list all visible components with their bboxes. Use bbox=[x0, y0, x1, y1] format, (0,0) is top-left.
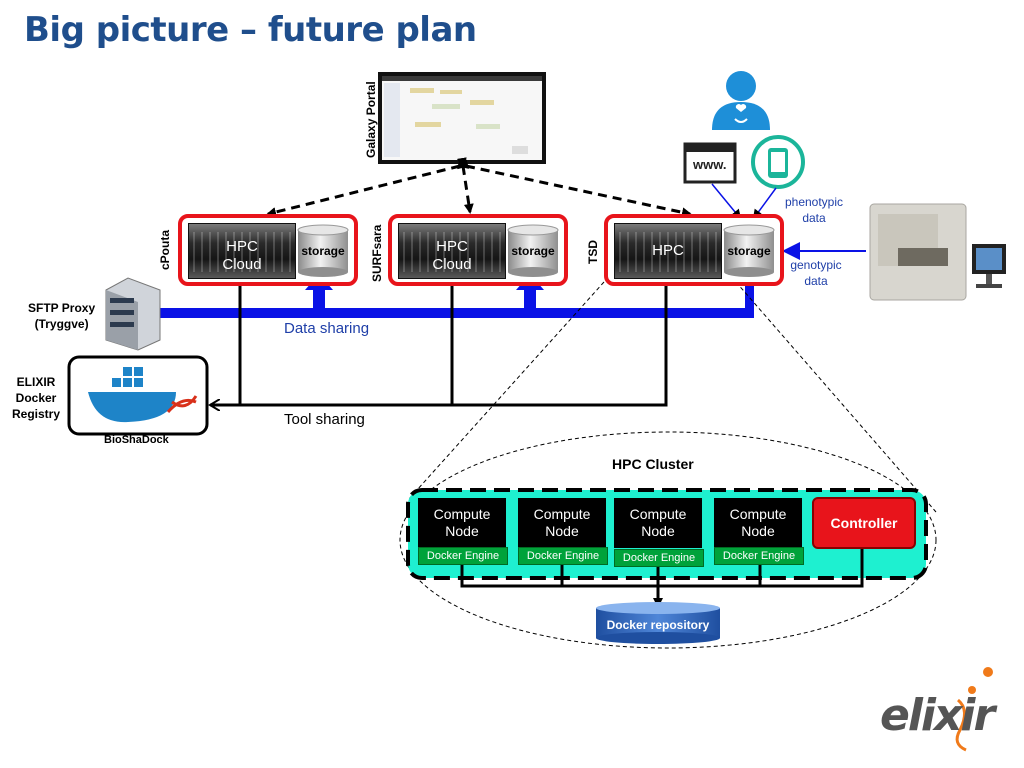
storage-cylinder-surfsara bbox=[507, 224, 559, 277]
dna-helix-icon bbox=[166, 395, 198, 414]
compute-node-2: Compute Node bbox=[518, 498, 606, 548]
galaxy-to-tsd-arrow bbox=[457, 159, 692, 218]
data-sharing-flow bbox=[138, 274, 754, 326]
hpc-label-tsd: HPC bbox=[652, 242, 684, 259]
compute-node-1: Compute Node bbox=[418, 498, 506, 548]
site-label-tsd: TSD bbox=[586, 240, 600, 264]
galaxy-portal-label: Galaxy Portal bbox=[364, 81, 378, 158]
person-icon bbox=[712, 71, 770, 130]
genotypic-data-label: genotypic data bbox=[790, 258, 842, 288]
docker-engine-1: Docker Engine bbox=[418, 547, 508, 565]
web-browser-icon bbox=[683, 142, 737, 184]
storage-label-tsd: storage bbox=[727, 244, 771, 258]
galaxy-to-cpouta-arrow bbox=[266, 159, 469, 217]
docker-engine-2: Docker Engine bbox=[518, 547, 608, 565]
sftp-proxy-label: SFTP Proxy (Tryggve) bbox=[28, 301, 96, 331]
phenotypic-data-label: phenotypic data bbox=[784, 195, 844, 225]
site-label-surfsara: SURFsara bbox=[370, 224, 384, 282]
phone-to-storage-arrow bbox=[752, 187, 777, 220]
site-box-surfsara: HPC Cloud storage bbox=[388, 214, 568, 286]
browser-to-storage-arrow bbox=[711, 183, 742, 220]
hpc-cluster-title: HPC Cluster bbox=[612, 456, 694, 472]
storage-label-cpouta: storage bbox=[301, 244, 345, 258]
sftp-proxy-server-icon bbox=[105, 277, 161, 351]
elixir-logo: elixir bbox=[880, 690, 995, 741]
zoom-guides bbox=[399, 281, 937, 649]
www-text: www. bbox=[693, 157, 727, 172]
docker-engine-3: Docker Engine bbox=[614, 549, 704, 567]
mobile-phone-icon bbox=[751, 135, 805, 189]
compute-node-4: Compute Node bbox=[714, 498, 802, 548]
bioshadock-label: BioShaDock bbox=[104, 434, 169, 446]
hpc-server-cpouta: HPC Cloud bbox=[188, 223, 296, 279]
controller-box: Controller bbox=[812, 497, 916, 549]
galaxy-portal-screen bbox=[378, 72, 546, 164]
hpc-server-surfsara: HPC Cloud bbox=[398, 223, 506, 279]
tool-sharing-flow bbox=[210, 276, 666, 405]
galaxy-to-surfsara-arrow bbox=[456, 157, 474, 214]
hpc-label-cpouta: HPC Cloud bbox=[222, 238, 262, 273]
page-title: Big picture – future plan bbox=[24, 10, 477, 50]
docker-repository-cylinder bbox=[596, 602, 720, 644]
docker-registry-box bbox=[67, 355, 209, 436]
cluster-network-lines bbox=[460, 548, 864, 608]
compute-node-3: Compute Node bbox=[614, 498, 702, 548]
docker-repository-label: Docker repository bbox=[606, 618, 710, 632]
data-sharing-label: Data sharing bbox=[284, 320, 370, 337]
storage-label-surfsara: storage bbox=[511, 244, 555, 258]
site-label-cpouta: cPouta bbox=[158, 229, 172, 270]
storage-cylinder-cpouta bbox=[297, 224, 349, 277]
elixir-logo-mark bbox=[955, 667, 993, 752]
hpc-cluster-ellipse bbox=[399, 431, 937, 649]
hpc-label-surfsara: HPC Cloud bbox=[432, 238, 472, 273]
site-box-cpouta: HPC Cloud storage bbox=[178, 214, 358, 286]
sequencer-machine-icon bbox=[869, 203, 1006, 301]
docker-registry-label: ELIXIR Docker Registry bbox=[11, 375, 61, 421]
docker-engine-4: Docker Engine bbox=[714, 547, 804, 565]
tool-sharing-label: Tool sharing bbox=[284, 411, 365, 428]
hpc-server-tsd: HPC bbox=[614, 223, 722, 279]
storage-cylinder-tsd bbox=[723, 224, 775, 277]
docker-whale-icon bbox=[88, 392, 176, 423]
site-box-tsd: HPC storage bbox=[604, 214, 784, 286]
